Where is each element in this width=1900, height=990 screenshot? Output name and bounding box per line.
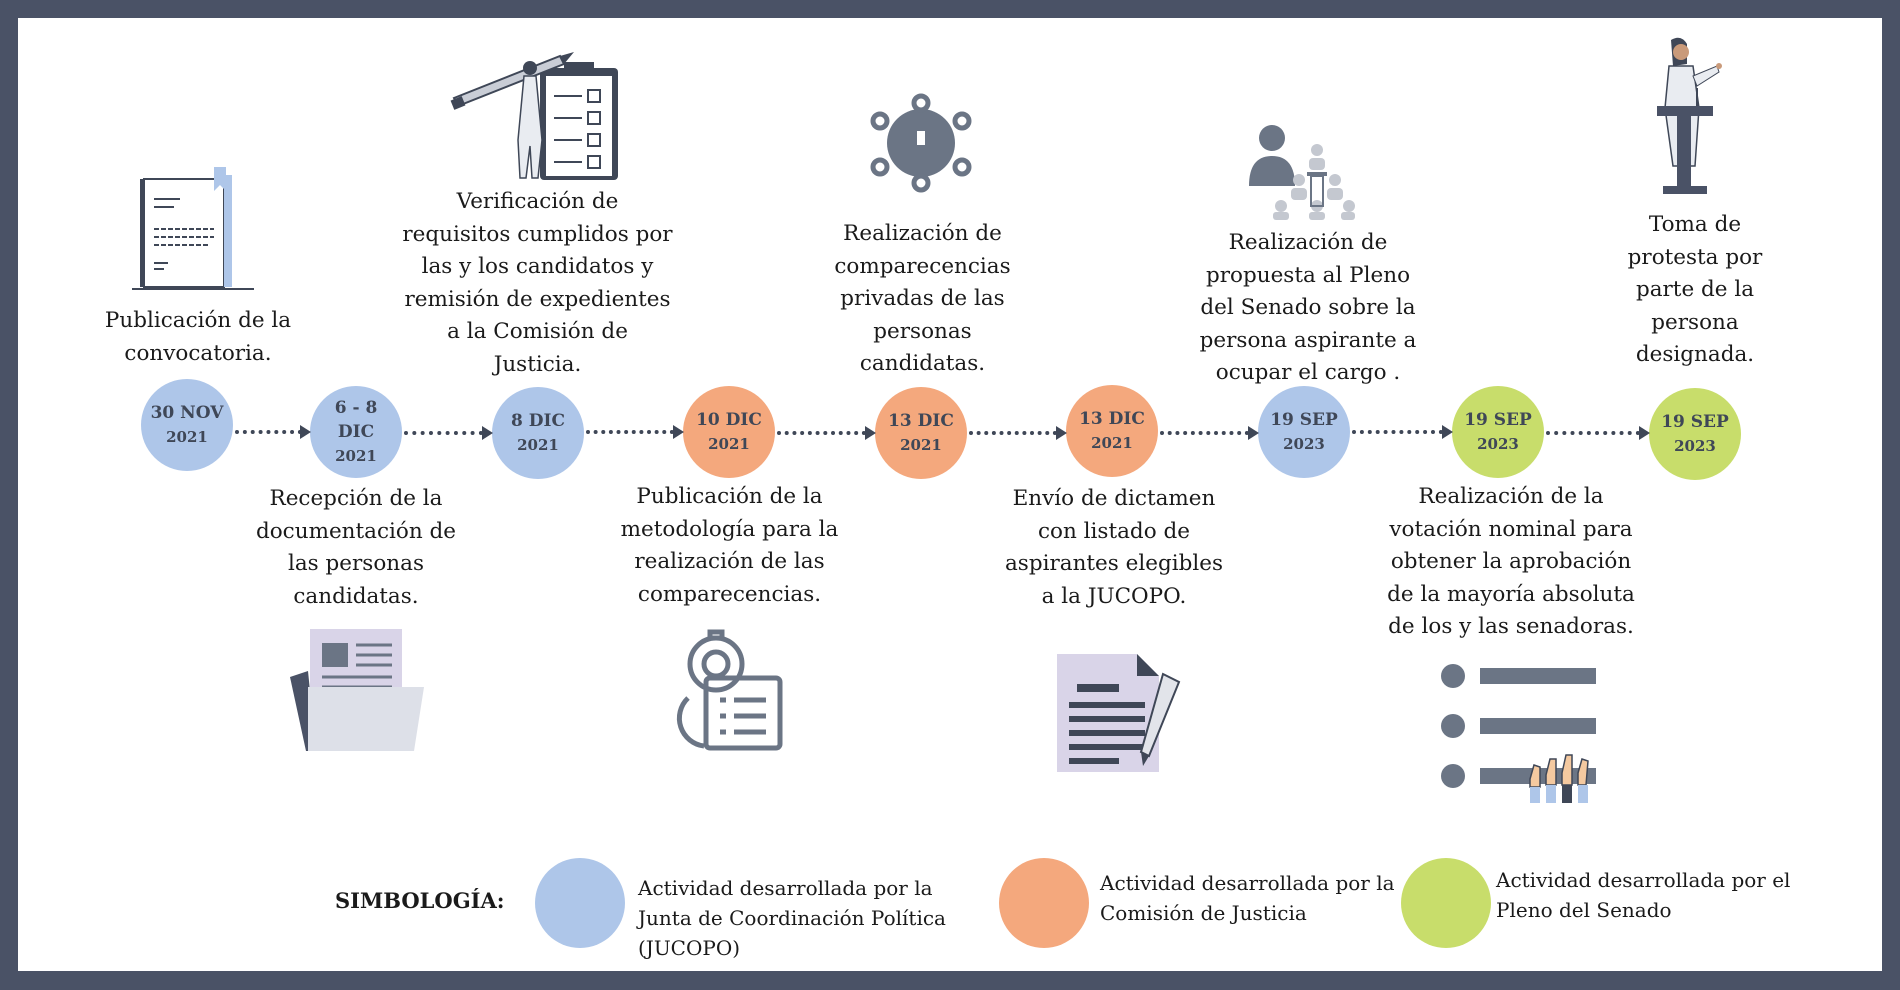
node-year: 2021: [335, 447, 377, 465]
timeline-node-5: 13 DIC 2021: [875, 387, 967, 479]
timeline-node-8: 19 SEP 2023: [1452, 386, 1544, 478]
timeline-node-3: 8 DIC 2021: [492, 387, 584, 479]
timeline-node-4: 10 DIC 2021: [683, 386, 775, 478]
legend-dot-pleno: [1401, 858, 1491, 948]
connector-arrow: [673, 425, 684, 439]
connector-1: [235, 430, 302, 438]
node-year: 2021: [1091, 434, 1133, 452]
timeline-panel: [18, 18, 1882, 971]
step-6-label: Envío de dictamen con listado de aspiran…: [1004, 486, 1224, 609]
legend-text-jucopo: Actividad desarrollada por la Junta de C…: [638, 876, 946, 960]
node-date: 13 DIC: [1079, 409, 1145, 429]
node-year: 2021: [708, 435, 750, 453]
gear-document-icon: [676, 629, 783, 751]
voting-list-icon: [1441, 664, 1596, 803]
node-date: 10 DIC: [696, 410, 762, 430]
node-date: 13 DIC: [888, 411, 954, 431]
step-4-label: Publicación de la metodología para la re…: [620, 484, 839, 607]
audience-icon: [1249, 125, 1355, 220]
speaker-podium-icon: [1657, 37, 1722, 194]
node-year: 2023: [1674, 437, 1716, 455]
connector-8: [1546, 431, 1640, 439]
connector-7: [1352, 430, 1443, 438]
node-date: 19 SEP: [1661, 412, 1729, 432]
node-date: 30 NOV: [150, 403, 224, 423]
connector-2: [404, 431, 483, 439]
legend-dot-comision: [999, 858, 1089, 948]
node-year: 2023: [1283, 435, 1325, 453]
step-1-label: Publicación de la convocatoria.: [104, 308, 292, 366]
legend-text-pleno: Actividad desarrollada por el Pleno del …: [1496, 868, 1791, 922]
connector-3: [586, 430, 674, 438]
document-icon: [132, 167, 254, 290]
clipboard-checklist-icon: [450, 52, 618, 180]
connector-arrow: [1056, 426, 1067, 440]
node-year: 2021: [517, 436, 559, 454]
signed-document-icon: [1057, 654, 1181, 772]
node-date: 8 DIC: [511, 411, 565, 431]
connector-arrow: [1442, 425, 1453, 439]
connector-arrow: [482, 426, 493, 440]
node-year: 2021: [166, 428, 208, 446]
step-9-label: Toma de protesta por parte de la persona…: [1627, 212, 1763, 367]
connector-arrow: [300, 425, 311, 439]
step-3-label: Verificación de requisitos cumplidos por…: [402, 189, 673, 377]
folder-icon: [290, 629, 424, 751]
node-date: 19 SEP: [1270, 410, 1338, 430]
legend-dot-jucopo: [535, 858, 625, 948]
legend-title: SIMBOLOGÍA:: [335, 888, 505, 913]
node-date: 6 - 8 DIC: [334, 398, 378, 442]
timeline-node-7: 19 SEP 2023: [1258, 386, 1350, 478]
connector-4: [777, 431, 866, 439]
legend-text-comision: Actividad desarrollada por la Comisión d…: [1100, 871, 1395, 925]
meeting-table-icon: [870, 93, 972, 193]
connector-6: [1160, 431, 1249, 439]
timeline-node-9: 19 SEP 2023: [1649, 388, 1741, 480]
step-2-label: Recepción de la documentación de las per…: [255, 486, 457, 609]
step-8-label: Realización de la votación nominal para …: [1387, 484, 1635, 639]
step-7-label: Realización de propuesta al Pleno del Se…: [1199, 230, 1417, 385]
node-year: 2023: [1477, 435, 1519, 453]
timeline-node-2: 6 - 8 DIC 2021: [310, 386, 402, 478]
connector-5: [969, 431, 1057, 439]
node-year: 2021: [900, 436, 942, 454]
connector-arrow: [865, 426, 876, 440]
connector-arrow: [1639, 426, 1650, 440]
timeline-node-6: 13 DIC 2021: [1066, 385, 1158, 477]
timeline-node-1: 30 NOV 2021: [141, 379, 233, 471]
step-5-label: Realización de comparecencias privadas d…: [834, 221, 1011, 376]
node-date: 19 SEP: [1464, 410, 1532, 430]
connector-arrow: [1248, 426, 1259, 440]
